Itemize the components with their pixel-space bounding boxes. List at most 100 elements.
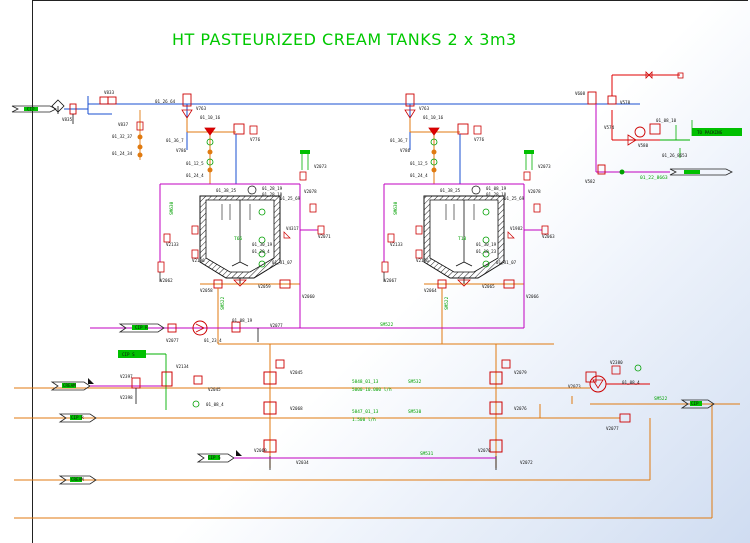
drawing-border (32, 0, 748, 543)
left-inlet-valve[interactable]: V835 (51, 99, 88, 124)
svg-text:V2073: V2073 (314, 164, 327, 169)
svg-text:V2045: V2045 (208, 387, 221, 392)
svg-text:V2079: V2079 (514, 370, 527, 375)
svg-text:01_23_4: 01_23_4 (204, 338, 222, 343)
svg-text:V2066: V2066 (526, 294, 539, 299)
svg-text:V2073: V2073 (568, 384, 581, 389)
svg-text:SM522: SM522 (380, 322, 394, 328)
tank-unit-1: V763 01_10_16 V776 01_36_7 V786 01_12_5 … (157, 93, 331, 344)
svg-text:V2060: V2060 (302, 294, 315, 299)
svg-text:V2136: V2136 (192, 258, 205, 263)
svg-text:V2136: V2136 (416, 258, 429, 263)
svg-text:01_32_37: 01_32_37 (112, 134, 133, 139)
cip-return-line: CIP R V2077 01_23_4 01_08_19 V2077 SM522 (90, 272, 525, 343)
svg-text:01_36_7: 01_36_7 (390, 138, 408, 143)
svg-text:01_08_10: 01_08_10 (656, 118, 677, 123)
svg-text:SM630: SM630 (393, 201, 399, 215)
svg-text:V2072: V2072 (520, 460, 533, 465)
svg-text:CIP S: CIP S (122, 352, 135, 357)
svg-text:01_10_16: 01_10_16 (200, 115, 221, 120)
svg-text:V2078: V2078 (304, 189, 317, 194)
svg-text:V2397: V2397 (120, 374, 133, 379)
svg-text:01_30_19: 01_30_19 (252, 242, 273, 247)
svg-text:SM531: SM531 (420, 451, 434, 457)
svg-text:CIP R: CIP R (71, 415, 84, 420)
svg-text:01_26_8653: 01_26_8653 (662, 153, 688, 158)
svg-text:01_08_19: 01_08_19 (232, 318, 253, 323)
svg-text:V2134: V2134 (176, 364, 189, 369)
svg-text:01_38_25: 01_38_25 (440, 188, 461, 193)
svg-text:V578: V578 (620, 100, 631, 105)
left-feed-section: CREAM V2397 V2398 CIP S V2134 V2045 01_0… (50, 350, 496, 485)
svg-text:01_31_07: 01_31_07 (496, 260, 517, 265)
svg-text:V2068: V2068 (290, 406, 303, 411)
tank-unit-2: V763 01_10_16 V776 01_36_7 V786 01_12_5 … (381, 93, 555, 344)
valve-v833[interactable]: V833 (99, 90, 117, 105)
svg-text:01_31_07: 01_31_07 (272, 260, 293, 265)
valve-label-v833: V833 (104, 90, 115, 95)
svg-text:V763: V763 (419, 106, 430, 111)
svg-text:V2063: V2063 (542, 234, 555, 239)
svg-text:V2077: V2077 (166, 338, 179, 343)
valve-label-v835: V835 (62, 117, 73, 122)
svg-text:CIP: CIP (691, 401, 699, 406)
svg-text:CREAM: CREAM (71, 477, 84, 482)
svg-text:01_28_18: 01_28_18 (262, 192, 283, 197)
svg-text:V608: V608 (575, 91, 586, 96)
svg-text:V2398: V2398 (120, 395, 133, 400)
svg-text:T66: T66 (234, 236, 243, 242)
svg-text:01_22_8663: 01_22_8663 (640, 175, 668, 181)
svg-text:V776: V776 (474, 137, 485, 142)
svg-text:V2045: V2045 (290, 370, 303, 375)
svg-text:01_28_18: 01_28_18 (486, 192, 507, 197)
svg-text:V2077: V2077 (606, 426, 619, 431)
svg-text:CREAM: CREAM (63, 383, 76, 388)
svg-text:V776: V776 (250, 137, 261, 142)
svg-text:5847_01_13: 5847_01_13 (352, 409, 379, 415)
svg-text:01_08_4: 01_08_4 (622, 380, 640, 385)
svg-text:V1982: V1982 (510, 226, 523, 231)
svg-text:V2064: V2064 (424, 288, 437, 293)
svg-text:V2076: V2076 (514, 406, 527, 411)
cream-distribution: V2045 V2079 V2068 V2076 V2069 V2070 V203… (14, 343, 740, 519)
svg-text:01_20_4: 01_20_4 (252, 249, 270, 254)
svg-text:V2059: V2059 (258, 284, 271, 289)
svg-text:01_12_5: 01_12_5 (186, 161, 204, 166)
svg-text:01_08_19: 01_08_19 (486, 186, 507, 191)
svg-text:V786: V786 (400, 148, 411, 153)
svg-text:01_25_69: 01_25_69 (280, 196, 301, 201)
svg-text:01_26_64: 01_26_64 (155, 99, 176, 104)
svg-text:01_36_7: 01_36_7 (166, 138, 184, 143)
svg-text:01_25_69: 01_25_69 (504, 196, 525, 201)
svg-text:SM532: SM532 (408, 379, 422, 385)
svg-text:SM630: SM630 (169, 201, 175, 215)
svg-text:V786: V786 (176, 148, 187, 153)
svg-text:01_38_25: 01_38_25 (216, 188, 237, 193)
svg-text:01_24_34: 01_24_34 (112, 151, 133, 156)
svg-text:01_28_19: 01_28_19 (262, 186, 283, 191)
svg-text:TO PACKING: TO PACKING (697, 130, 723, 135)
svg-text:V2067: V2067 (384, 278, 397, 283)
svg-text:V574: V574 (604, 125, 615, 130)
left-inlet-label: CIP (27, 107, 35, 112)
svg-text:V837: V837 (118, 122, 129, 127)
svg-text:01_10_16: 01_10_16 (423, 115, 444, 120)
svg-text:V2034: V2034 (296, 460, 309, 465)
svg-text:V2078: V2078 (528, 189, 541, 194)
svg-text:01_24_4: 01_24_4 (410, 173, 428, 178)
svg-text:01_08_4: 01_08_4 (206, 402, 224, 407)
svg-text:V582: V582 (585, 179, 596, 184)
left-inlet-connector[interactable]: CIP (11, 105, 57, 113)
svg-text:5000-10.000 l/h: 5000-10.000 l/h (352, 387, 392, 393)
svg-text:V4317: V4317 (286, 226, 299, 231)
svg-text:SM522: SM522 (444, 296, 450, 310)
svg-text:V2062: V2062 (160, 278, 173, 283)
svg-text:01_30_19: 01_30_19 (476, 242, 497, 247)
svg-text:V2077: V2077 (270, 323, 283, 328)
svg-text:V2069: V2069 (254, 448, 267, 453)
diagram-title: HT PASTEURIZED CREAM TANKS 2 x 3m3 (172, 30, 517, 49)
svg-text:1.500 l/h: 1.500 l/h (352, 417, 376, 423)
svg-text:V2073: V2073 (538, 164, 551, 169)
svg-text:5848_01_13: 5848_01_13 (352, 379, 379, 385)
